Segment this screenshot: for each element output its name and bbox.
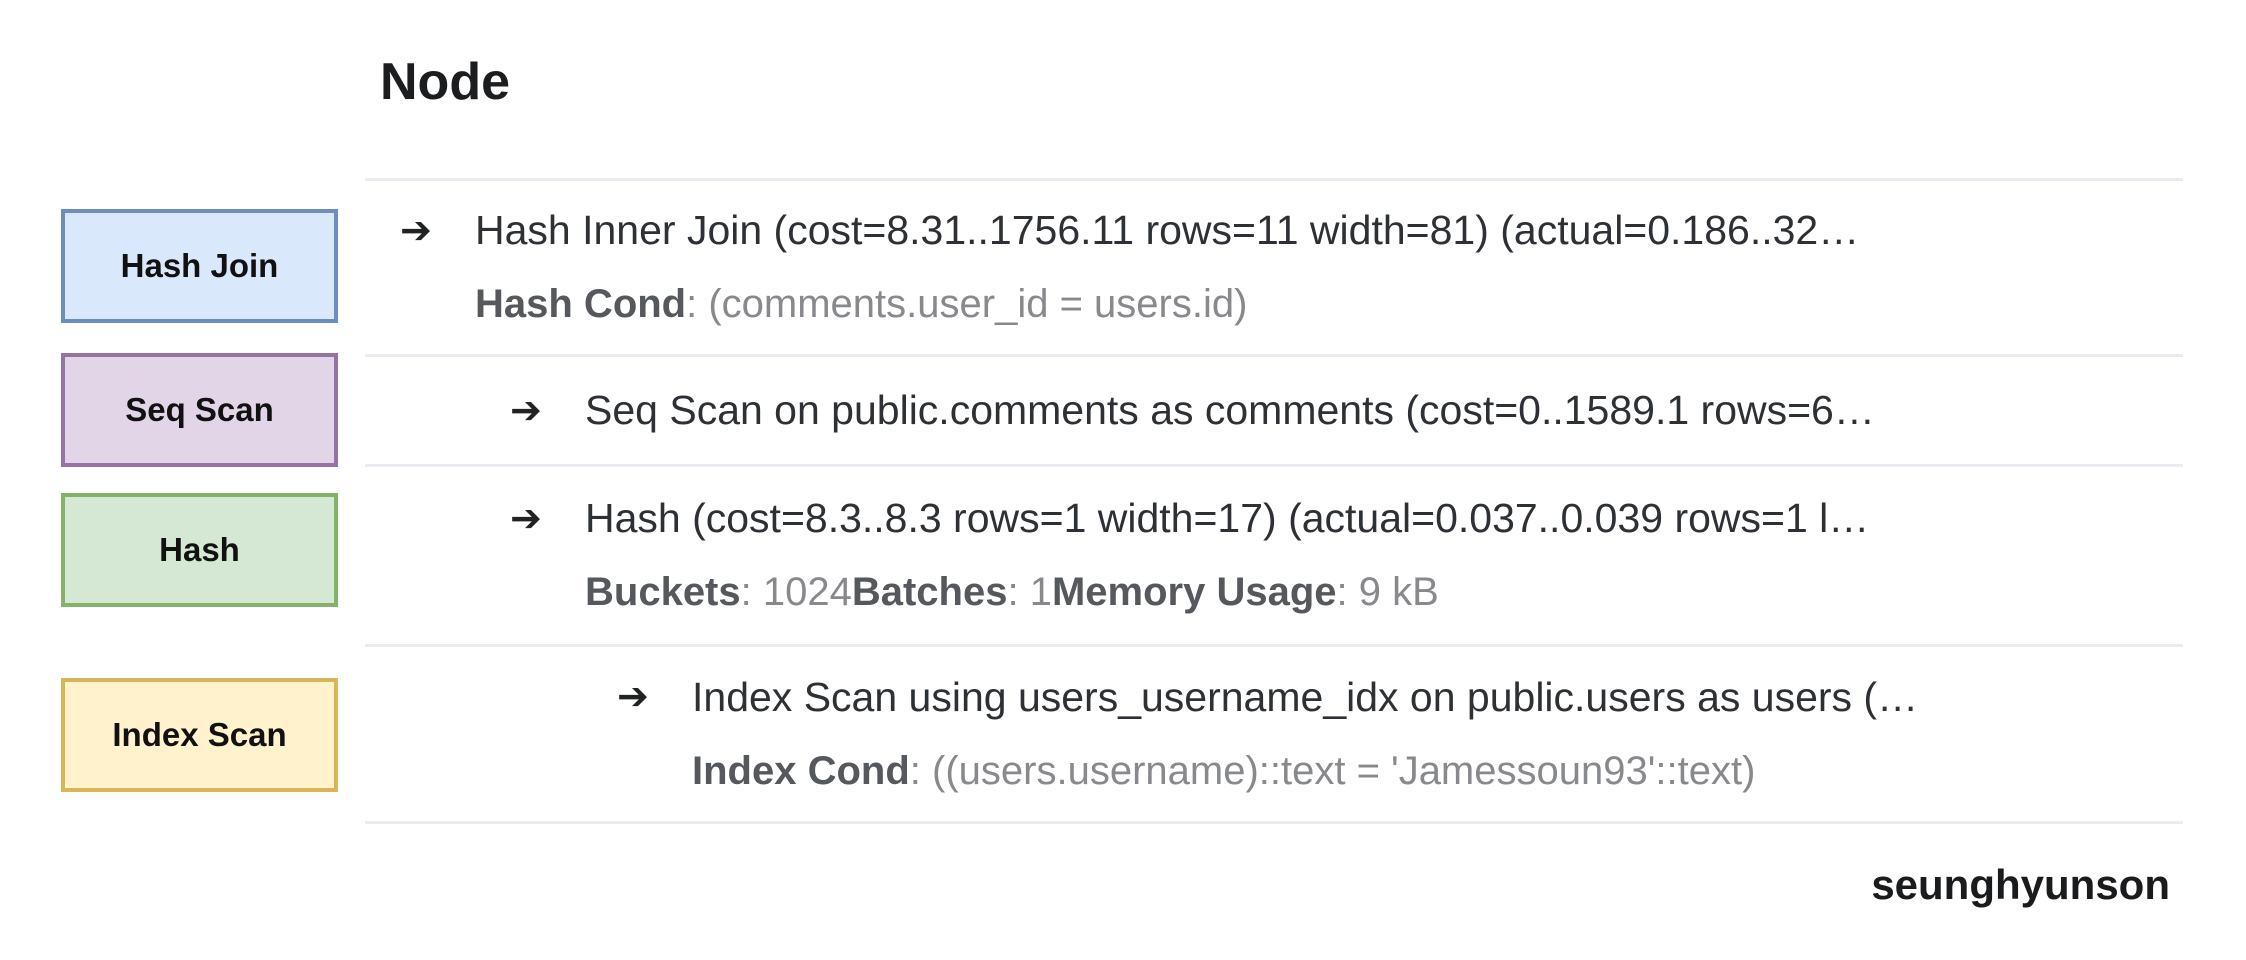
plan-row-index-scan[interactable]: ➔ Index Scan using users_username_idx on… [365, 644, 2183, 824]
legend-box-hash: Hash [61, 493, 338, 607]
plan-table: ➔ Hash Inner Join (cost=8.31..1756.11 ro… [365, 178, 2183, 824]
legend-label-seq-scan: Seq Scan [125, 391, 274, 428]
node-text: Hash (cost=8.3..8.3 rows=1 width=17) (ac… [585, 495, 1870, 541]
node-line: ➔ Hash Inner Join (cost=8.31..1756.11 ro… [400, 194, 2183, 268]
legend-label-index-scan: Index Scan [112, 716, 287, 753]
node-text: Seq Scan on public.comments as comments … [585, 387, 1875, 433]
arrow-icon: ➔ [510, 497, 542, 540]
plan-row-hash-join[interactable]: ➔ Hash Inner Join (cost=8.31..1756.11 ro… [365, 178, 2183, 354]
node-detail: Hash Cond: (comments.user_id = users.id) [475, 282, 1248, 326]
node-column-header: Node [380, 53, 510, 111]
plan-row-seq-scan[interactable]: ➔ Seq Scan on public.comments as comment… [365, 354, 2183, 464]
arrow-icon: ➔ [617, 676, 649, 718]
legend-box-seq-scan: Seq Scan [61, 353, 338, 467]
node-detail: Index Cond: ((users.username)::text = 'J… [692, 748, 1756, 793]
legend-label-hash: Hash [159, 531, 240, 568]
node-line: ➔ Index Scan using users_username_idx on… [617, 660, 2183, 734]
arrow-icon: ➔ [510, 389, 542, 432]
node-text: Hash Inner Join (cost=8.31..1756.11 rows… [475, 207, 1860, 253]
legend-box-index-scan: Index Scan [61, 678, 338, 792]
plan-row-hash[interactable]: ➔ Hash (cost=8.3..8.3 rows=1 width=17) (… [365, 464, 2183, 644]
node-detail: Buckets: 1024 Batches: 1 Memory Usage: 9… [585, 570, 1439, 614]
node-line: ➔ Hash (cost=8.3..8.3 rows=1 width=17) (… [510, 482, 2183, 556]
watermark-author: seunghyunson [1871, 861, 2170, 908]
legend-label-hash-join: Hash Join [120, 247, 279, 284]
arrow-icon: ➔ [400, 209, 432, 252]
legend-box-hash-join: Hash Join [61, 209, 338, 323]
node-text: Index Scan using users_username_idx on p… [692, 673, 1919, 720]
node-line: ➔ Seq Scan on public.comments as comment… [510, 374, 2183, 448]
